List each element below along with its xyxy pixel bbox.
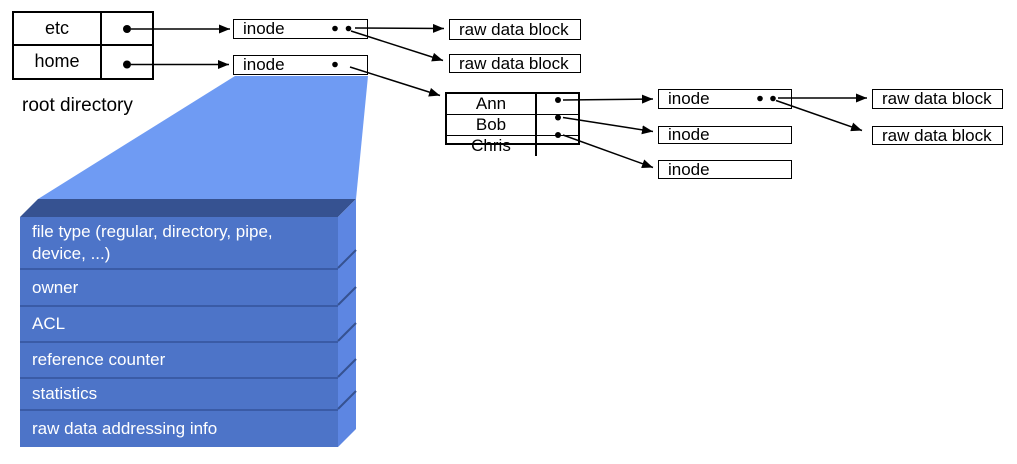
- inode-detail-stack: file type (regular, directory, pipe, dev…: [20, 217, 338, 447]
- raw-data-block-4: raw data block: [872, 126, 1003, 145]
- inode-box-chris: inode: [658, 160, 792, 179]
- inode-box-home: inode: [233, 55, 368, 75]
- inode-detail-row-statistics: statistics: [20, 377, 338, 409]
- root-entry-home-pointer-cell: [102, 46, 152, 79]
- inode-detail-row-acl: ACL: [20, 305, 338, 341]
- stack-top-face: [20, 199, 356, 217]
- dir-entry-bob: Bob: [447, 115, 537, 136]
- raw-data-block-label: raw data block: [459, 19, 569, 39]
- inode-label: inode: [243, 55, 285, 74]
- arrow-etc-inode-to-raw-block-1: [354, 23, 445, 33]
- stack-side-face: [338, 199, 356, 447]
- inode-label: inode: [668, 125, 710, 144]
- inode-label: inode: [668, 159, 710, 179]
- inode-detail-row-reference-counter: reference counter: [20, 341, 338, 377]
- inode-label: inode: [243, 19, 285, 38]
- root-directory-table: etc home: [12, 11, 154, 80]
- dir-entry-bob-pointer-cell: [537, 115, 578, 136]
- raw-data-block-label: raw data block: [882, 89, 992, 108]
- inode-detail-row-owner: owner: [20, 268, 338, 305]
- root-entry-etc: etc: [14, 13, 102, 46]
- inode-label: inode: [668, 89, 710, 108]
- raw-data-block-2: raw data block: [449, 54, 581, 73]
- inode-detail-row-raw-data-addressing: raw data addressing info: [20, 409, 338, 447]
- inode-box-bob: inode: [658, 125, 792, 144]
- root-entry-home: home: [14, 45, 102, 78]
- raw-data-block-label: raw data block: [459, 53, 569, 73]
- stack-side-dividers: [337, 249, 357, 410]
- dir-entry-ann-pointer-cell: [537, 94, 578, 115]
- root-entry-etc-pointer-cell: [102, 13, 152, 46]
- raw-data-block-3: raw data block: [872, 89, 1003, 109]
- home-directory-table: Ann Bob Chris: [445, 92, 580, 156]
- inode-detail-row-file-type: file type (regular, directory, pipe, dev…: [20, 217, 338, 268]
- root-directory-caption: root directory: [22, 95, 133, 116]
- raw-data-block-1: raw data block: [449, 19, 581, 40]
- inode-box-ann: inode: [658, 89, 792, 109]
- dir-entry-chris: Chris: [447, 136, 537, 156]
- dir-entry-chris-pointer-cell: [537, 136, 578, 156]
- inode-box-etc: inode: [233, 19, 368, 39]
- raw-data-block-label: raw data block: [882, 125, 992, 145]
- dir-entry-ann: Ann: [447, 94, 537, 115]
